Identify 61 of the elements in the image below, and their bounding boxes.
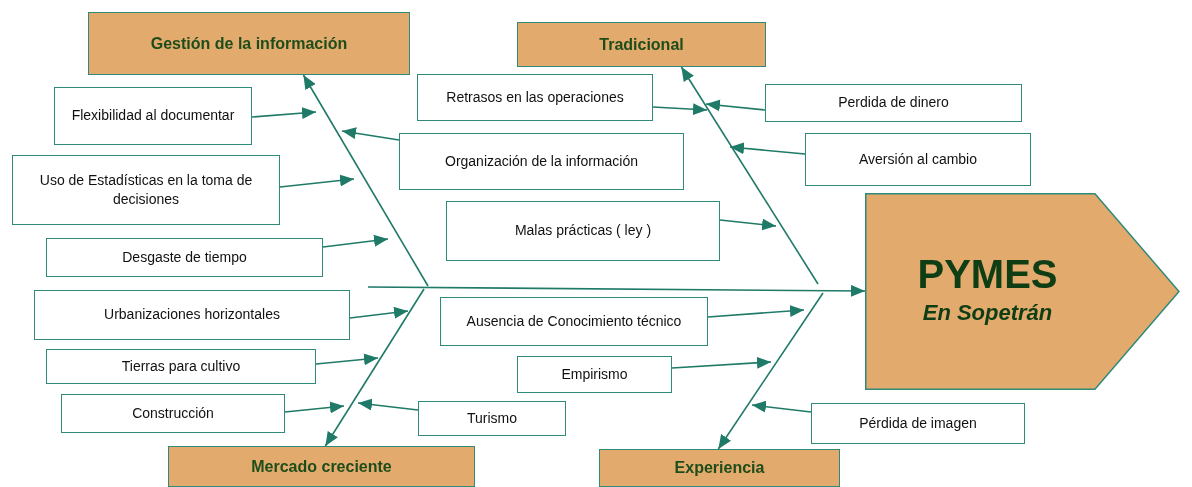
effect-subtitle: En Sopetrán [922, 298, 1053, 327]
cause-label: Tierras para cultivo [121, 356, 241, 376]
arrow [349, 306, 409, 319]
cause-box [440, 297, 708, 346]
bone-arrow [717, 292, 824, 450]
cause-label: Malas prácticas ( ley ) [514, 221, 652, 241]
cause-label: Aversión al cambio [859, 149, 977, 169]
arrow [357, 398, 419, 411]
category-box [517, 22, 766, 67]
cause-box [54, 87, 252, 145]
arrow [705, 99, 766, 112]
bone-arrow [324, 288, 425, 447]
arrow [284, 401, 345, 414]
cause-label: Urbanizaciones horizontales [104, 305, 280, 325]
arrow [315, 353, 379, 366]
cause-box [46, 349, 316, 384]
cause-label: Retrasos en las operaciones [446, 87, 624, 107]
cause-box [417, 74, 653, 121]
pentagon-arrow-shape [865, 193, 1180, 390]
cause-box [61, 394, 285, 433]
cause-label: Perdida de dinero [838, 93, 949, 113]
arrow [729, 142, 806, 155]
cause-box [446, 201, 720, 261]
cause-box [765, 84, 1022, 122]
arrow [251, 107, 317, 120]
cause-box [399, 133, 684, 190]
cause-box [46, 238, 323, 277]
cause-label: Empirismo [561, 364, 628, 384]
cause-label: Turismo [466, 408, 517, 428]
arrow [322, 234, 389, 248]
bone-arrow [680, 66, 819, 285]
cause-label: Desgaste de tiempo [122, 247, 247, 267]
cause-label: Flexibilidad al documentar [71, 106, 235, 126]
arrow [652, 103, 708, 116]
arrow [671, 356, 772, 369]
effect-title: PYMES [917, 250, 1058, 298]
category-label: Tradicional [599, 34, 684, 55]
cause-label: Uso de Estadísticas en la toma de decisiones [38, 170, 254, 209]
category-label: Gestión de la información [150, 33, 348, 54]
cause-box [418, 401, 566, 436]
category-box [599, 449, 840, 487]
category-label: Experiencia [674, 458, 765, 478]
cause-label: Organización de la información [445, 151, 638, 171]
category-label: Mercado creciente [251, 456, 392, 477]
bone-arrow [302, 74, 429, 287]
spine-arrow [367, 284, 866, 297]
arrow [751, 400, 812, 413]
cause-box [811, 403, 1025, 444]
category-box [88, 12, 410, 75]
cause-box [12, 155, 280, 225]
arrow [279, 174, 355, 188]
cause-box [34, 290, 350, 340]
cause-label: Pérdida de imagen [859, 413, 977, 433]
cause-label: Construcción [132, 403, 214, 423]
arrow [719, 218, 777, 231]
category-box [168, 446, 475, 487]
arrow [341, 127, 400, 141]
cause-box [517, 356, 672, 393]
arrow [707, 305, 805, 318]
cause-box [805, 133, 1031, 186]
cause-label: Ausencia de Conocimiento técnico [466, 311, 682, 331]
